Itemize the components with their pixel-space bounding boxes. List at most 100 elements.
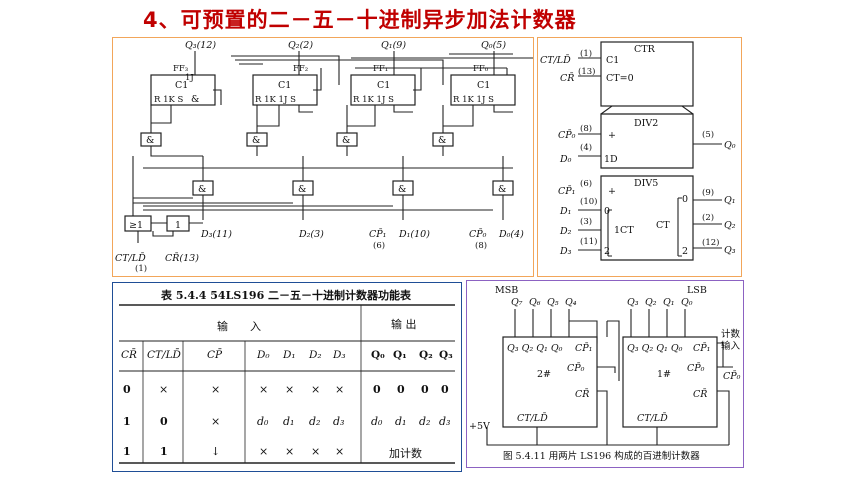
svg-text:D₁: D₁: [559, 206, 571, 217]
svg-text:0: 0: [682, 194, 688, 205]
msb-label: MSB: [495, 285, 518, 296]
table-header-row: CR̄ CT/LD̄ CP̄ D₀ D₁ D₂ D₃ Q₀ Q₁ Q₂ Q₃: [113, 349, 461, 365]
svg-text:(13): (13): [578, 66, 595, 77]
logic-symbol-panel: CTR C1 CT=0 CT/LD̄ (1) CR̄ (13) DIV2 + C…: [537, 37, 742, 277]
svg-text:C1: C1: [377, 80, 390, 91]
svg-text:Q₃ Q₂ Q₁ Q₀: Q₃ Q₂ Q₁ Q₀: [627, 343, 683, 354]
svg-text:(8): (8): [580, 123, 592, 134]
svg-text:&: &: [498, 184, 506, 195]
div2-label: DIV2: [634, 118, 658, 129]
col-d1: D₁: [283, 349, 296, 361]
svg-text:(6): (6): [580, 178, 592, 189]
table-caption: 表 5.4.4 54LS196 二－五－十进制计数器功能表: [161, 289, 412, 302]
svg-text:Q₃ Q₂ Q₁ Q₀: Q₃ Q₂ Q₁ Q₀: [507, 343, 563, 354]
svg-text:FF₁: FF₁: [373, 64, 388, 74]
chip-1: Q₃ Q₂ Q₁ Q₀ CP̄₁ CP̄₀ 1# CR̄ CT/LD̄: [622, 336, 718, 428]
flip-flop-ff2: FF₂ C1 R 1K 1J S: [252, 64, 318, 106]
svg-text:C1: C1: [606, 55, 619, 66]
div5-label: DIV5: [634, 178, 658, 189]
and-gate-lower-1: &: [392, 180, 414, 196]
svg-text:+: +: [608, 186, 616, 197]
svg-text:R 1K 1J S: R 1K 1J S: [453, 95, 494, 105]
col-cp: CP̄: [207, 349, 223, 361]
count-input-label: 计数: [721, 328, 741, 340]
svg-text:Q₀: Q₀: [681, 297, 693, 308]
svg-text:R 1K 1J S: R 1K 1J S: [255, 95, 296, 105]
svg-text:CT/LD̄: CT/LD̄: [637, 412, 668, 424]
svg-text:(4): (4): [580, 142, 592, 153]
q1-label: Q₁(9): [381, 40, 406, 51]
svg-text:Q₂: Q₂: [645, 297, 657, 308]
svg-text:(12): (12): [702, 237, 719, 248]
q3-label: Q₃(12): [185, 40, 216, 51]
svg-text:0: 0: [604, 206, 610, 217]
and-gate-lower-0: &: [492, 180, 514, 196]
svg-text:&: &: [398, 184, 406, 195]
col-d0: D₀: [257, 349, 270, 361]
d3-label: D₃(11): [200, 229, 232, 240]
col-q3: Q₃: [439, 349, 453, 361]
logic-diagram-panel: Q₃(12) Q₂(2) Q₁(9) Q₀(5) FF₃ C1 1J R 1K …: [112, 37, 534, 277]
col-ctld: CT/LD̄: [147, 349, 181, 361]
svg-text:2: 2: [682, 246, 688, 257]
cp0-input: CP̄₀: [558, 129, 576, 141]
svg-text:&: &: [252, 135, 260, 146]
table-row: 1 1 ↓ × × × × 加计数: [123, 445, 422, 460]
svg-text:(2): (2): [702, 212, 714, 223]
svg-text:&: &: [438, 135, 446, 146]
input-header: 输 入: [217, 320, 261, 333]
d1-label: D₁(10): [398, 229, 430, 240]
svg-text:&: &: [146, 135, 154, 146]
svg-text:FF₃: FF₃: [173, 64, 188, 74]
svg-text:Q₁: Q₁: [724, 195, 736, 206]
svg-text:&: &: [342, 135, 350, 146]
svg-text:CR̄: CR̄: [693, 388, 707, 400]
cr-input: CR̄: [560, 72, 574, 84]
svg-text:D₂: D₂: [559, 226, 572, 237]
svg-text:CP̄₁: CP̄₁: [693, 342, 710, 354]
svg-text:Q₀: Q₀: [724, 140, 736, 151]
svg-text:≥1: ≥1: [129, 220, 143, 231]
svg-text:Q₇: Q₇: [511, 297, 523, 308]
and-gate-upper-1: &: [336, 132, 358, 147]
svg-text:2: 2: [604, 246, 610, 257]
svg-text:FF₀: FF₀: [473, 64, 489, 74]
cascade-panel: MSB LSB Q₇ Q₆ Q₅ Q₄ Q₃ Q₂ Q₁ Q₀ Q₃ Q₂ Q₁…: [466, 280, 744, 468]
svg-text:+: +: [608, 130, 616, 141]
col-d2: D₂: [309, 349, 322, 361]
svg-text:D₃: D₃: [559, 246, 572, 257]
cp1-input: CP̄₁: [558, 185, 575, 197]
svg-text:Q₄: Q₄: [565, 297, 577, 308]
cr-label: CR̄(13): [165, 252, 199, 264]
svg-text:1CT: 1CT: [614, 225, 634, 236]
chip-2: Q₃ Q₂ Q₁ Q₀ CP̄₁ CP̄₀ 2# CR̄ CT/LD̄: [502, 336, 598, 428]
svg-text:CT/LD̄: CT/LD̄: [517, 412, 548, 424]
svg-text:&: &: [198, 184, 206, 195]
svg-text:C1: C1: [175, 80, 188, 91]
svg-text:CP̄₀: CP̄₀: [567, 362, 585, 374]
svg-text:CP̄₀: CP̄₀: [723, 370, 741, 382]
and-gate-upper-0: &: [432, 132, 454, 147]
page-title: 4、可预置的二－五－十进制异步加法计数器: [143, 8, 577, 32]
ctld-pin: (1): [135, 263, 147, 274]
svg-text:1: 1: [175, 220, 181, 231]
plus5v-label: +5V: [469, 421, 490, 432]
flip-flop-ff0: FF₀ C1 R 1K 1J S: [450, 64, 516, 106]
col-d3: D₃: [333, 349, 346, 361]
svg-text:(10): (10): [580, 196, 597, 207]
svg-text:FF₂: FF₂: [293, 64, 308, 74]
col-cr: CR̄: [121, 349, 137, 361]
svg-text:(11): (11): [580, 236, 597, 247]
svg-text:1J: 1J: [185, 73, 194, 83]
flip-flop-ff1: FF₁ C1 R 1K 1J S: [350, 64, 416, 106]
svg-text:Q₅: Q₅: [547, 297, 559, 308]
svg-text:2#: 2#: [537, 369, 551, 380]
svg-text:CT=0: CT=0: [606, 73, 634, 84]
col-q1: Q₁: [393, 349, 407, 361]
svg-text:Q₃: Q₃: [627, 297, 639, 308]
svg-text:(5): (5): [702, 129, 714, 140]
cp1-pin: (6): [373, 240, 385, 251]
svg-text:CP̄₀: CP̄₀: [687, 362, 705, 374]
svg-text:CP̄₁: CP̄₁: [575, 342, 592, 354]
svg-text:C1: C1: [278, 80, 291, 91]
